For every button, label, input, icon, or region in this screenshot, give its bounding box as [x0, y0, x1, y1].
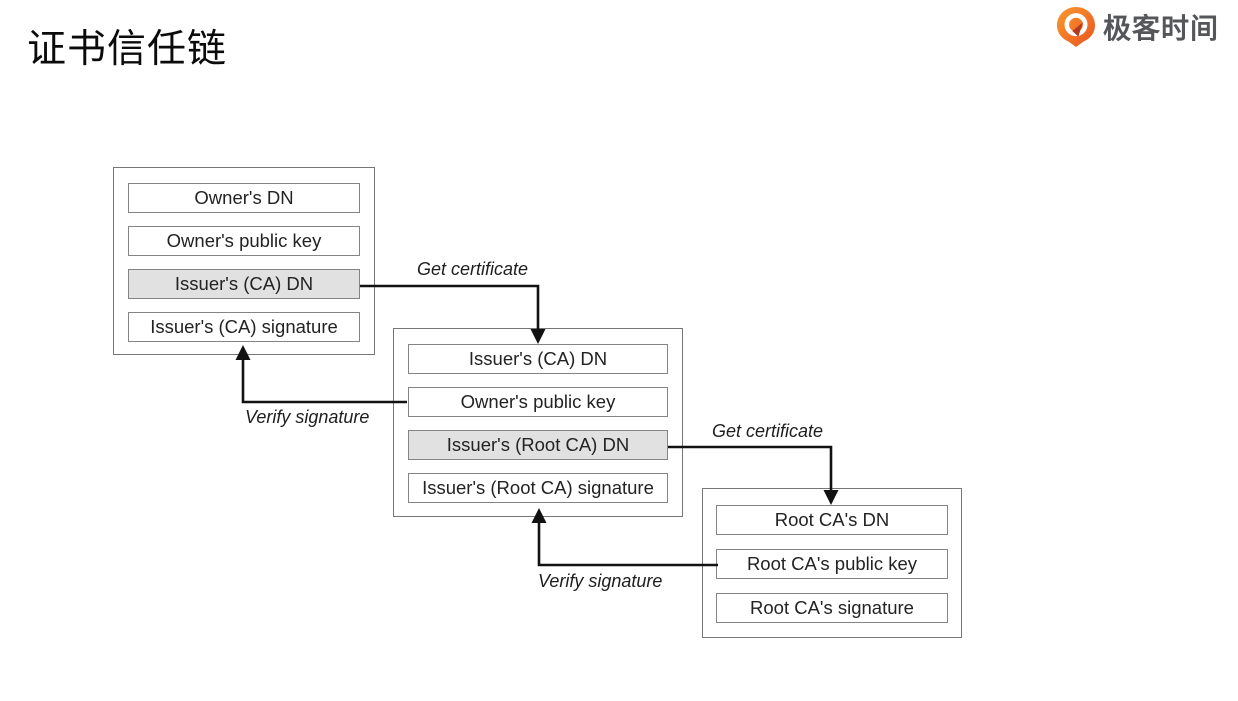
- certificate-root-ca: Root CA's DN Root CA's public key Root C…: [702, 488, 962, 638]
- label-get-certificate-2: Get certificate: [712, 421, 824, 441]
- field-root-cas-signature: Root CA's signature: [716, 593, 948, 623]
- label-verify-signature-1: Verify signature: [245, 407, 370, 427]
- geektime-logo-text: 极客时间: [1103, 13, 1220, 44]
- field-root-cas-public-key: Root CA's public key: [716, 549, 948, 579]
- field-issuers-root-ca-dn: Issuer's (Root CA) DN: [408, 430, 668, 460]
- arrow-get-certificate-2: [668, 445, 833, 491]
- field-issuers-ca-dn-2: Issuer's (CA) DN: [408, 344, 668, 374]
- geektime-pin-icon: [1056, 6, 1096, 48]
- certificate-owner: Owner's DN Owner's public key Issuer's (…: [113, 167, 375, 355]
- field-owners-public-key: Owner's public key: [128, 226, 360, 256]
- field-issuers-ca-signature: Issuer's (CA) signature: [128, 312, 360, 342]
- arrow-verify-signature-2: [537, 522, 718, 567]
- field-issuers-ca-dn: Issuer's (CA) DN: [128, 269, 360, 299]
- geektime-logo: 极客时间: [1056, 6, 1219, 48]
- arrow-get-certificate-1: [360, 284, 540, 330]
- page-title: 证书信任链: [27, 28, 228, 71]
- field-issuers-root-ca-signature: Issuer's (Root CA) signature: [408, 473, 668, 503]
- field-owners-dn: Owner's DN: [128, 183, 360, 213]
- label-get-certificate-1: Get certificate: [417, 259, 529, 279]
- field-root-cas-dn: Root CA's DN: [716, 505, 948, 535]
- label-verify-signature-2: Verify signature: [538, 571, 663, 591]
- arrow-verify-signature-1: [241, 359, 407, 404]
- field-owners-public-key-2: Owner's public key: [408, 387, 668, 417]
- certificate-intermediate-ca: Issuer's (CA) DN Owner's public key Issu…: [393, 328, 683, 517]
